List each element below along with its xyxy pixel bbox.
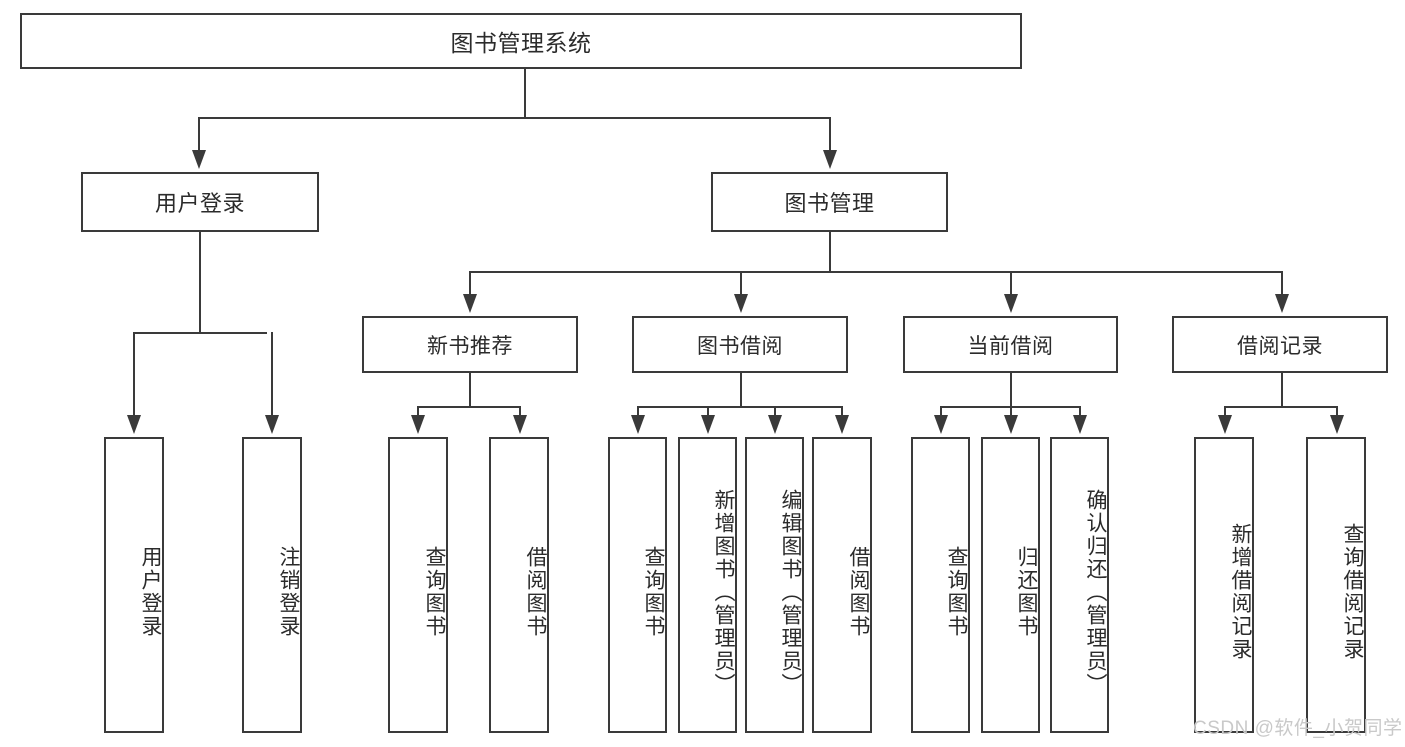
edge-root-bar — [198, 117, 830, 119]
arrow-to-book-mgmt — [823, 150, 837, 169]
arrow-to-book-borrow — [734, 294, 748, 313]
leaf-add-book-admin[interactable]: 新增图书（管理员） — [678, 437, 737, 733]
edge-borrow-record-bar — [1224, 406, 1338, 408]
node-label: 图书借阅 — [697, 334, 783, 358]
node-label: 借阅记录 — [1237, 334, 1323, 358]
arrow-to-query-book-3 — [934, 415, 948, 434]
edge-user-login-child-2 — [271, 332, 273, 417]
node-book-management-system[interactable]: 图书管理系统 — [20, 13, 1022, 69]
arrow-to-confirm-return — [1073, 415, 1087, 434]
node-label: 借阅图书 — [847, 546, 870, 638]
edge-current-borrow-child-1 — [940, 406, 942, 417]
node-borrow-record[interactable]: 借阅记录 — [1172, 316, 1388, 373]
node-label: 图书管理系统 — [450, 30, 592, 56]
node-label: 新书推荐 — [427, 334, 513, 358]
edge-current-borrow-child-2 — [1010, 406, 1012, 417]
node-label: 归还图书 — [1015, 546, 1038, 638]
node-label: 当前借阅 — [967, 334, 1054, 358]
leaf-user-login[interactable]: 用户登录 — [104, 437, 164, 733]
node-new-book-recommend[interactable]: 新书推荐 — [362, 316, 578, 373]
node-label: 编辑图书（管理员） — [779, 488, 802, 696]
arrow-to-borrow-book-1 — [513, 415, 527, 434]
edge-borrow-record-trunk — [1281, 373, 1283, 408]
leaf-query-borrow-record[interactable]: 查询借阅记录 — [1306, 437, 1366, 733]
leaf-confirm-return-admin[interactable]: 确认归还（管理员） — [1050, 437, 1109, 733]
arrow-to-current-borrow — [1004, 294, 1018, 313]
edge-new-book-trunk — [469, 373, 471, 408]
node-label: 借阅图书 — [524, 546, 547, 638]
arrow-to-query-book-1 — [411, 415, 425, 434]
edge-new-book-bar — [417, 406, 521, 408]
edge-book-borrow-child-3 — [774, 406, 776, 417]
arrow-to-user-login — [192, 150, 206, 169]
leaf-edit-book-admin[interactable]: 编辑图书（管理员） — [745, 437, 804, 733]
arrow-to-borrow-record — [1275, 294, 1289, 313]
node-label: 用户登录 — [139, 546, 162, 638]
edge-root-trunk — [524, 69, 526, 119]
edge-book-borrow-child-4 — [841, 406, 843, 417]
edge-current-borrow-child-3 — [1079, 406, 1081, 417]
node-user-login[interactable]: 用户登录 — [81, 172, 319, 232]
leaf-return-book[interactable]: 归还图书 — [981, 437, 1040, 733]
edge-book-borrow-bar — [637, 406, 842, 408]
node-label: 查询借阅记录 — [1341, 523, 1364, 661]
leaf-borrow-book[interactable]: 借阅图书 — [812, 437, 872, 733]
arrow-to-new-book-recommend — [463, 294, 477, 313]
edge-new-book-child-2 — [519, 406, 521, 417]
leaf-logout[interactable]: 注销登录 — [242, 437, 302, 733]
edge-borrow-record-child-1 — [1224, 406, 1226, 417]
node-label: 确认归还（管理员） — [1084, 488, 1107, 696]
leaf-query-book-current[interactable]: 查询图书 — [911, 437, 970, 733]
node-book-management[interactable]: 图书管理 — [711, 172, 948, 232]
edge-user-login-trunk — [199, 232, 201, 333]
node-label: 查询图书 — [642, 546, 665, 638]
arrow-to-query-borrow-record — [1330, 415, 1344, 434]
edge-user-login-child-1 — [133, 332, 135, 417]
edge-current-borrow-trunk — [1010, 373, 1012, 408]
edge-book-mgmt-child-4 — [1281, 271, 1283, 296]
leaf-add-borrow-record[interactable]: 新增借阅记录 — [1194, 437, 1254, 733]
edge-root-to-book-mgmt — [829, 117, 831, 150]
node-current-borrow[interactable]: 当前借阅 — [903, 316, 1118, 373]
arrow-to-edit-book — [768, 415, 782, 434]
arrow-to-add-book — [701, 415, 715, 434]
node-label: 查询图书 — [423, 546, 446, 638]
arrow-to-return-book — [1004, 415, 1018, 434]
node-label: 图书管理 — [784, 191, 875, 216]
edge-book-mgmt-child-1 — [469, 271, 471, 296]
edge-book-borrow-child-2 — [707, 406, 709, 417]
edge-book-mgmt-child-3 — [1010, 271, 1012, 296]
arrow-to-query-book-2 — [631, 415, 645, 434]
node-label: 用户登录 — [154, 191, 245, 216]
edge-book-borrow-trunk — [740, 373, 742, 408]
node-label: 新增借阅记录 — [1229, 523, 1252, 661]
edge-book-borrow-child-1 — [637, 406, 639, 417]
arrow-to-logout-leaf — [265, 415, 279, 434]
edge-root-to-user-login — [198, 117, 200, 150]
edge-user-login-bar — [133, 332, 267, 334]
arrow-to-add-borrow-record — [1218, 415, 1232, 434]
edge-book-mgmt-bar — [469, 271, 1281, 273]
arrow-to-borrow-book-2 — [835, 415, 849, 434]
node-book-borrow[interactable]: 图书借阅 — [632, 316, 848, 373]
leaf-borrow-book-recommend[interactable]: 借阅图书 — [489, 437, 549, 733]
arrow-to-user-login-leaf — [127, 415, 141, 434]
node-label: 注销登录 — [277, 546, 300, 638]
node-label: 查询图书 — [945, 546, 968, 638]
leaf-query-book-borrow[interactable]: 查询图书 — [608, 437, 667, 733]
leaf-query-book-recommend[interactable]: 查询图书 — [388, 437, 448, 733]
edge-book-mgmt-child-2 — [740, 271, 742, 296]
edge-borrow-record-child-2 — [1336, 406, 1338, 417]
node-label: 新增图书（管理员） — [712, 488, 735, 696]
edge-book-mgmt-trunk — [829, 232, 831, 273]
edge-new-book-child-1 — [417, 406, 419, 417]
